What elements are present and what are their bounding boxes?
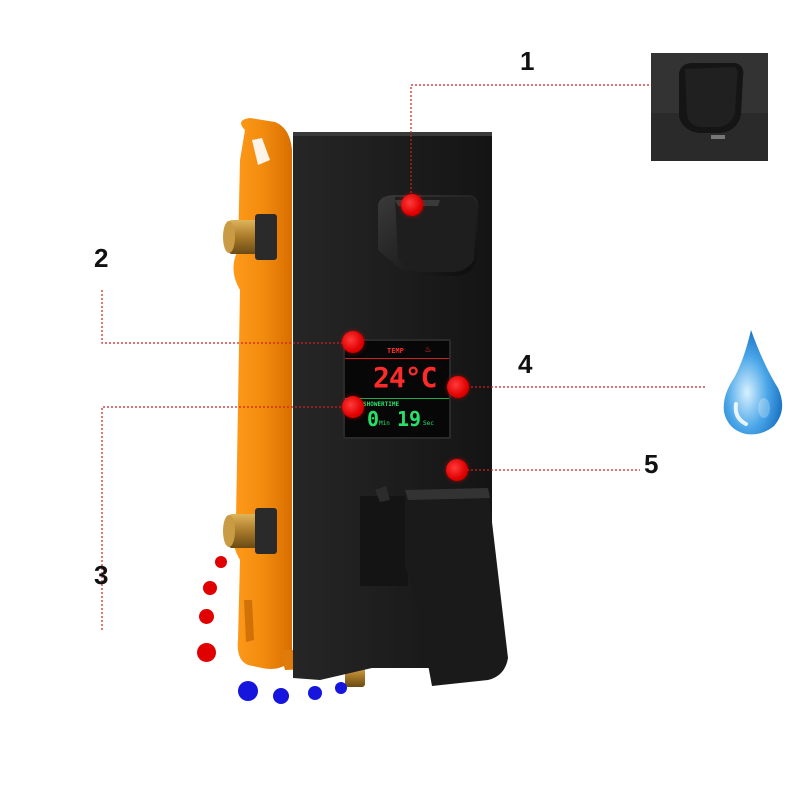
- knob-closeup-photo: [651, 53, 768, 161]
- minutes-unit: Min: [379, 420, 390, 427]
- mixer-lever[interactable]: [360, 486, 508, 686]
- callout-number-1: 1: [520, 46, 535, 76]
- hotspot-2[interactable]: [342, 331, 364, 353]
- hot-dot-2: [203, 581, 217, 595]
- lcd-display: TEMP ♨ 24°C SHOWERTIME 0 Min 19 Sec: [343, 339, 451, 439]
- hot-dot-3: [199, 609, 214, 624]
- hotspot-4[interactable]: [447, 376, 469, 398]
- cold-dot-3: [308, 686, 322, 700]
- callout-number-4: 4: [518, 349, 533, 379]
- callout-number-3: 3: [94, 560, 109, 590]
- cold-dot-2: [273, 688, 289, 704]
- temp-label: TEMP: [387, 347, 404, 355]
- callout-number-2: 2: [94, 243, 109, 273]
- showertime-label: SHOWERTIME: [363, 401, 400, 408]
- hotspot-3[interactable]: [342, 396, 364, 418]
- cold-dot-4: [335, 682, 347, 694]
- seconds-unit: Sec: [423, 420, 434, 427]
- hotspot-5[interactable]: [446, 459, 468, 481]
- shower-icon: ♨: [425, 344, 432, 355]
- callout-number-5: 5: [644, 449, 659, 479]
- water-drop-icon: [723, 330, 783, 435]
- hot-dot-1: [215, 556, 227, 568]
- minutes-readout: 0: [367, 407, 380, 431]
- temperature-readout: 24°C: [373, 361, 437, 394]
- hotspot-1[interactable]: [401, 194, 423, 216]
- cold-dot-1: [238, 681, 258, 701]
- seconds-readout: 19: [397, 407, 422, 431]
- hot-dot-4: [197, 643, 216, 662]
